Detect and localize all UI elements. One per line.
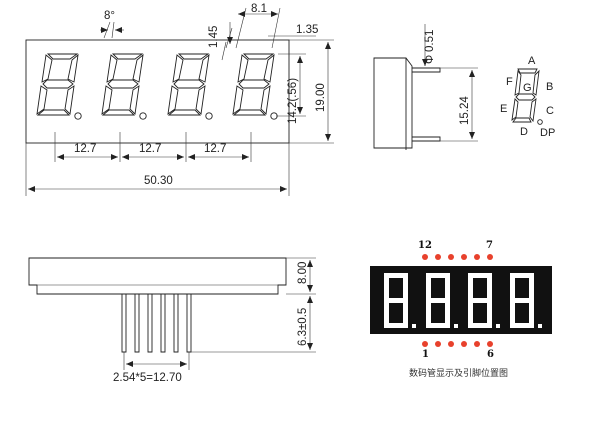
- pitch-label-3: 12.7: [204, 143, 226, 155]
- seg-label-g: G: [523, 82, 532, 94]
- digit-2-outline: [101, 53, 147, 120]
- pitch-label-2: 12.7: [139, 143, 161, 155]
- segment-legend: A B C D E F G DP: [500, 55, 555, 139]
- pin-dia-symbol: Φ: [424, 55, 436, 64]
- front-view: 8° 8.1 1.45 1.35 14.2(.56) 19.00 12.7: [25, 3, 334, 196]
- seg-width-label: 8.1: [251, 3, 267, 15]
- seg-label-dp: DP: [540, 127, 555, 139]
- seg-label-a: A: [528, 55, 536, 67]
- pin-spacing-label: 15.24: [459, 96, 471, 125]
- top-pin-dots: [422, 254, 493, 260]
- side-body: [373, 57, 413, 149]
- pin-1-label: 1: [422, 349, 429, 360]
- side-pin-top: [412, 67, 441, 73]
- digit-3-outline: [167, 53, 213, 120]
- pin-diagram-caption: 数码管显示及引脚位置图: [409, 367, 508, 379]
- angle-label: 8°: [104, 10, 115, 22]
- bottom-body: [28, 257, 287, 295]
- seg-label-d: D: [520, 126, 528, 138]
- display-body-front: [25, 39, 290, 144]
- digit-1-outline: [36, 53, 82, 120]
- body-depth-label: 8.00: [297, 262, 309, 284]
- bottom-view: 8.00 6.3±0.5 2.54*5=12.70: [28, 257, 316, 384]
- seg-thickness-label: 1.45: [208, 26, 220, 48]
- bottom-pins: [121, 294, 192, 353]
- pin-12-label: 12: [418, 240, 432, 251]
- side-view: 15.24 Φ 0.51: [373, 24, 478, 150]
- pin-length-label: 6.3±0.5: [297, 308, 309, 346]
- pin-diagram: 12 7 1 6 数码管显示及引脚位置图: [370, 240, 552, 379]
- edge-offset-label: 1.35: [296, 24, 318, 36]
- seg-label-b: B: [546, 81, 553, 93]
- pitch-label-1: 12.7: [74, 143, 96, 155]
- seg-label-c: C: [546, 105, 554, 117]
- pin-pitch-label: 2.54*5=12.70: [113, 372, 182, 384]
- total-width-label: 50.30: [144, 175, 173, 187]
- body-height-label: 19.00: [315, 83, 327, 112]
- pin-6-label: 6: [487, 349, 494, 360]
- side-pin-bottom: [412, 136, 441, 142]
- digit-4-outline: [232, 53, 278, 120]
- seg-label-f: F: [506, 76, 513, 88]
- char-height-label: 14.2(.56): [287, 78, 299, 124]
- pin-7-label: 7: [486, 240, 493, 251]
- pin-diameter-label: 0.51: [424, 30, 436, 52]
- seg-label-e: E: [500, 103, 507, 115]
- bottom-pin-dots: [422, 341, 493, 347]
